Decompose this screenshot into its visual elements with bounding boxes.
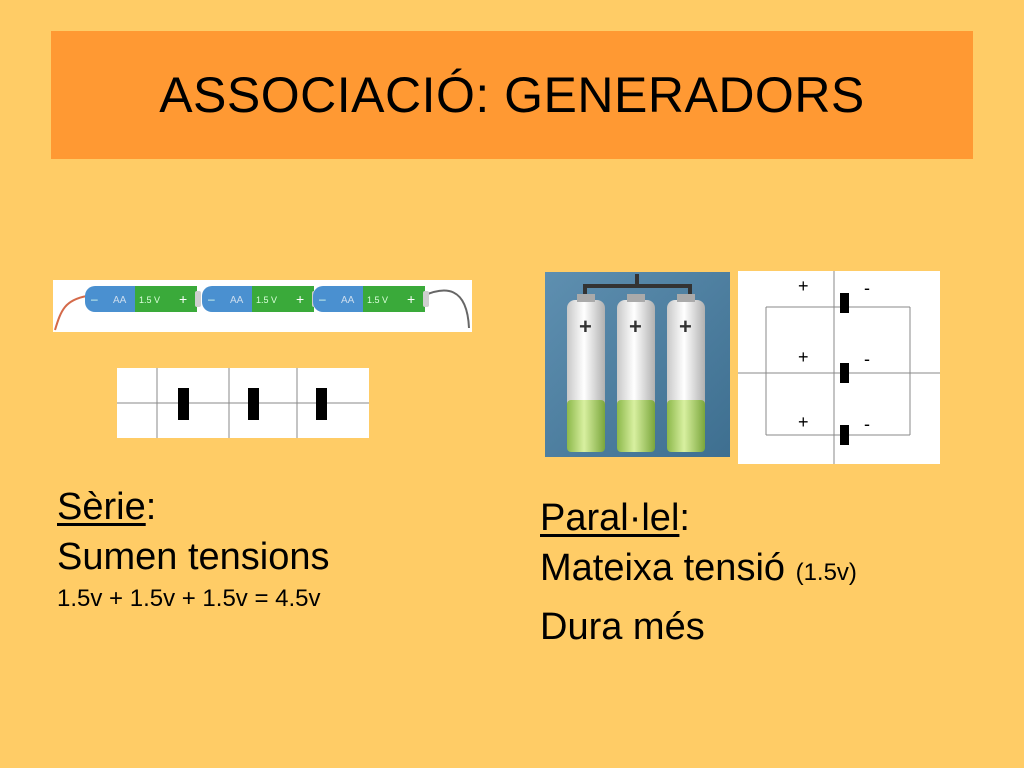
svg-text:+: + xyxy=(679,314,692,339)
svg-text:1.5 V: 1.5 V xyxy=(139,295,160,305)
svg-text:AA: AA xyxy=(230,295,244,306)
slide-title: ASSOCIACIÓ: GENERADORS xyxy=(159,67,865,123)
svg-text:+: + xyxy=(179,291,187,307)
battery-3: – AA 1.5 V + xyxy=(313,286,429,312)
svg-text:-: - xyxy=(864,278,870,298)
svg-text:AA: AA xyxy=(341,295,355,306)
series-line-1: Sumen tensions xyxy=(57,536,330,578)
series-heading: Sèrie: xyxy=(57,486,157,528)
series-circuit-symbol xyxy=(117,368,369,438)
parallel-description: Paral·lel: Mateixa tensió (1.5v) Dura mé… xyxy=(540,495,857,654)
svg-text:–: – xyxy=(319,292,326,306)
svg-text:-: - xyxy=(864,349,870,369)
svg-text:+: + xyxy=(579,314,592,339)
parallel-line-2: Dura més xyxy=(540,606,705,648)
title-bar: ASSOCIACIÓ: GENERADORS xyxy=(51,31,973,159)
svg-text:+: + xyxy=(798,412,809,432)
svg-text:+: + xyxy=(407,291,415,307)
parallel-batteries-image: + + + xyxy=(545,272,730,457)
parallel-heading: Paral·lel: xyxy=(540,497,690,539)
series-description: Sèrie: Sumen tensions 1.5v + 1.5v + 1.5v… xyxy=(57,484,330,614)
parallel-line-1: Mateixa tensió (1.5v) xyxy=(540,547,857,589)
svg-text:+: + xyxy=(629,314,642,339)
parallel-voltage-note: (1.5v) xyxy=(795,559,857,586)
battery-1: – AA 1.5 V + xyxy=(85,286,201,312)
svg-text:+: + xyxy=(798,347,809,367)
svg-text:+: + xyxy=(798,276,809,296)
series-batteries-image: – AA 1.5 V + – AA 1.5 V + – AA 1.5 V + xyxy=(53,280,472,332)
svg-text:+: + xyxy=(296,291,304,307)
parallel-circuit-symbol: + - + - + - xyxy=(738,271,940,464)
svg-text:-: - xyxy=(864,414,870,434)
svg-text:–: – xyxy=(91,292,98,306)
svg-text:1.5 V: 1.5 V xyxy=(367,295,388,305)
svg-text:1.5 V: 1.5 V xyxy=(256,295,277,305)
svg-text:AA: AA xyxy=(113,295,127,306)
series-equation: 1.5v + 1.5v + 1.5v = 4.5v xyxy=(57,585,321,612)
battery-2: – AA 1.5 V + xyxy=(202,286,318,312)
svg-text:–: – xyxy=(208,292,215,306)
